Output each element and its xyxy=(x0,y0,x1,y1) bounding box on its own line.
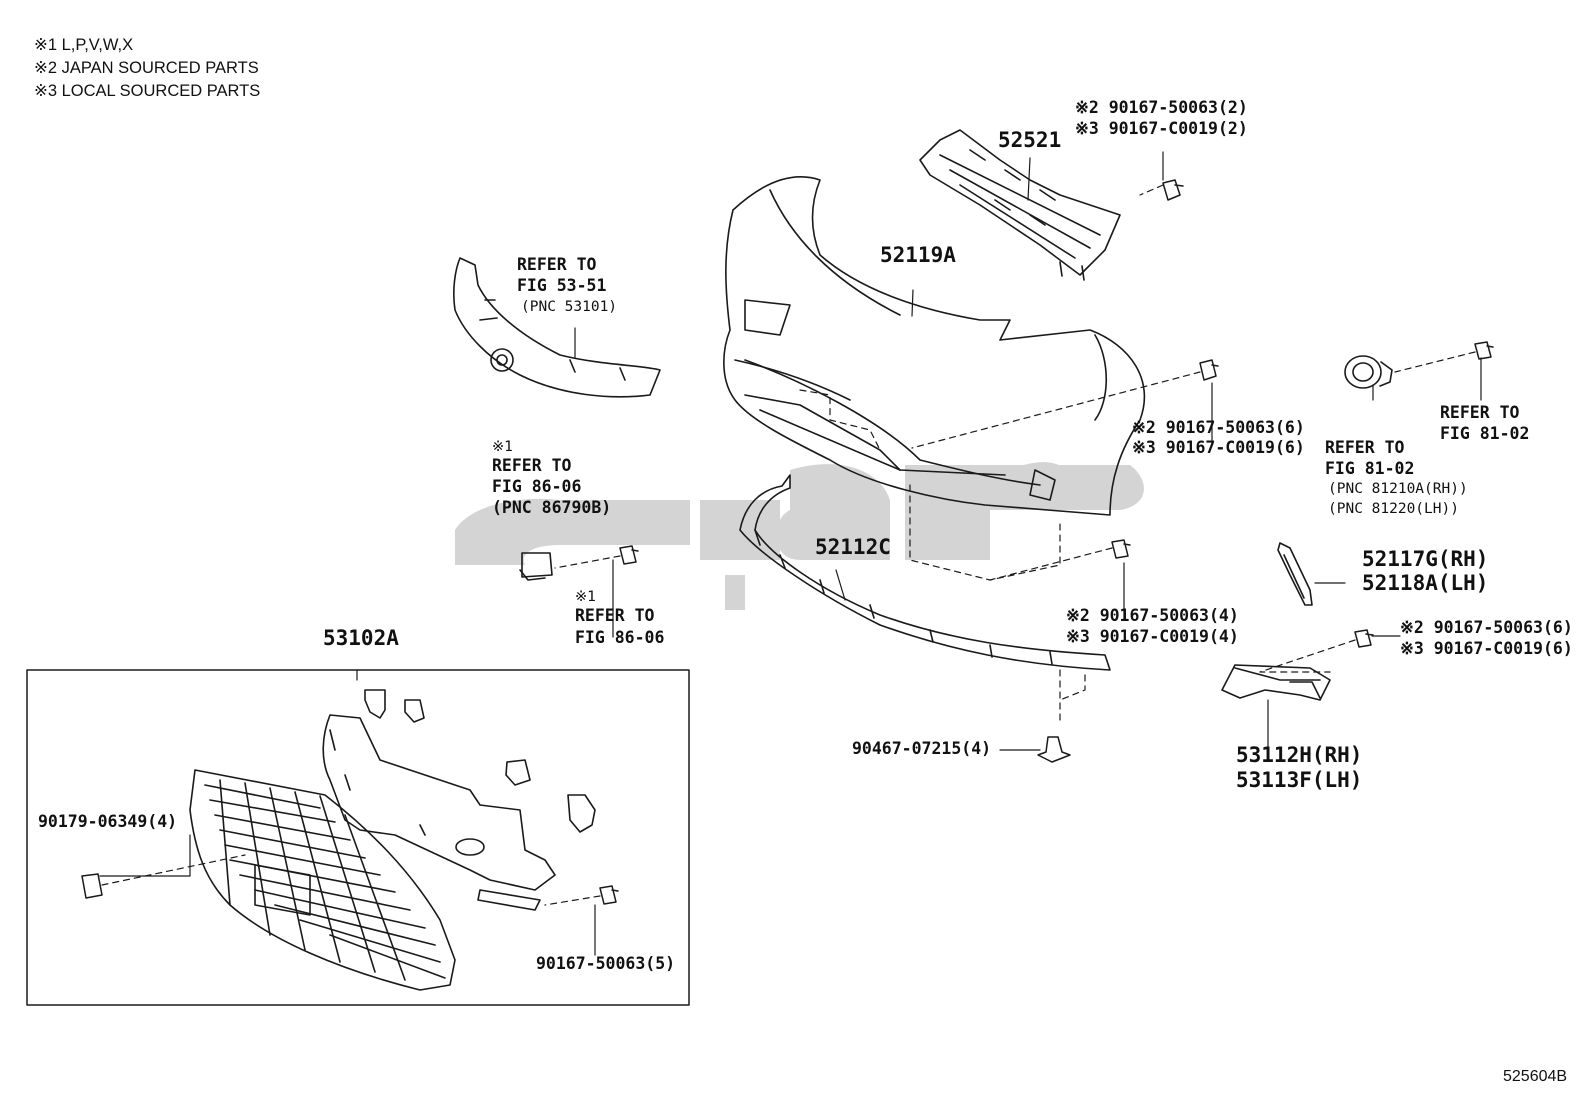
ref-8606b-line3: FIG 86-06 xyxy=(575,628,665,647)
side-reflector xyxy=(1277,542,1313,606)
ref-8102a-line1: REFER TO xyxy=(1325,438,1405,457)
grille-53102a xyxy=(189,769,456,991)
grille-backplate xyxy=(322,714,556,911)
label-90179: 90179-06349(4) xyxy=(38,812,178,831)
label-low-clip-2: ※3 90167-C0019(4) xyxy=(1066,627,1239,646)
ref-8606b-line1: ※1 xyxy=(575,589,596,605)
ref-8102b-line2: FIG 81-02 xyxy=(1440,424,1530,443)
grille-assy-box xyxy=(26,669,690,1006)
dashed-lines xyxy=(101,184,1476,906)
label-52112c: 52112C xyxy=(815,535,891,559)
ref-8102a-line4: (PNC 81220(LH)) xyxy=(1328,501,1459,517)
ref-8102b-line1: REFER TO xyxy=(1440,403,1520,422)
ref-5351-line2: FIG 53-51 xyxy=(517,276,607,295)
side-molding xyxy=(453,257,661,398)
note-3: ※3 LOCAL SOURCED PARTS xyxy=(34,82,261,100)
label-90167-5: 90167-50063(5) xyxy=(536,954,676,973)
label-53112h: 53112H(RH) xyxy=(1236,743,1363,767)
lamp-bezel xyxy=(1221,664,1331,701)
figure-id: 525604B xyxy=(1503,1068,1568,1085)
label-90467: 90467-07215(4) xyxy=(852,739,992,758)
label-right-clip-2: ※3 90167-C0019(6) xyxy=(1400,639,1573,658)
fog-lamp xyxy=(1344,355,1393,389)
note-2: ※2 JAPAN SOURCED PARTS xyxy=(34,59,259,77)
label-mid-clip-1: ※2 90167-50063(6) xyxy=(1132,418,1305,437)
grille-brackets xyxy=(364,689,596,833)
label-mid-clip-2: ※3 90167-C0019(6) xyxy=(1132,438,1305,457)
ref-8102a-line2: FIG 81-02 xyxy=(1325,459,1415,478)
note-1: ※1 L,P,V,W,X xyxy=(34,36,134,54)
ref-8606b-line2: REFER TO xyxy=(575,606,655,625)
label-52117g: 52117G(RH) xyxy=(1362,547,1489,571)
label-right-clip-1: ※2 90167-50063(6) xyxy=(1400,618,1573,637)
label-52119a: 52119A xyxy=(880,243,956,267)
label-52118a: 52118A(LH) xyxy=(1362,571,1489,595)
bumper-cover-52119a xyxy=(723,176,1146,516)
leader-lines xyxy=(99,151,1482,956)
label-53113f: 53113F(LH) xyxy=(1236,768,1363,792)
ref-5351-line3: (PNC 53101) xyxy=(521,299,618,315)
ref-8606a-line1: ※1 xyxy=(492,439,513,455)
label-top-clip-1: ※2 90167-50063(2) xyxy=(1075,98,1248,117)
bracket-52521 xyxy=(919,129,1121,281)
fasteners xyxy=(81,179,1494,905)
ref-8606a-line4: (PNC 86790B) xyxy=(492,498,612,517)
label-low-clip-1: ※2 90167-50063(4) xyxy=(1066,606,1239,625)
line-art xyxy=(26,129,1494,1006)
label-53102a: 53102A xyxy=(323,626,399,650)
sensor-unit xyxy=(519,552,553,581)
lower-spoiler-52112c xyxy=(739,474,1111,671)
label-52521: 52521 xyxy=(998,128,1062,152)
label-top-clip-2: ※3 90167-C0019(2) xyxy=(1075,119,1248,138)
ref-8606a-line2: REFER TO xyxy=(492,456,572,475)
ref-8606a-line3: FIG 86-06 xyxy=(492,477,582,496)
ref-5351-line1: REFER TO xyxy=(517,255,597,274)
ref-8102a-line3: (PNC 81210A(RH)) xyxy=(1328,481,1468,497)
